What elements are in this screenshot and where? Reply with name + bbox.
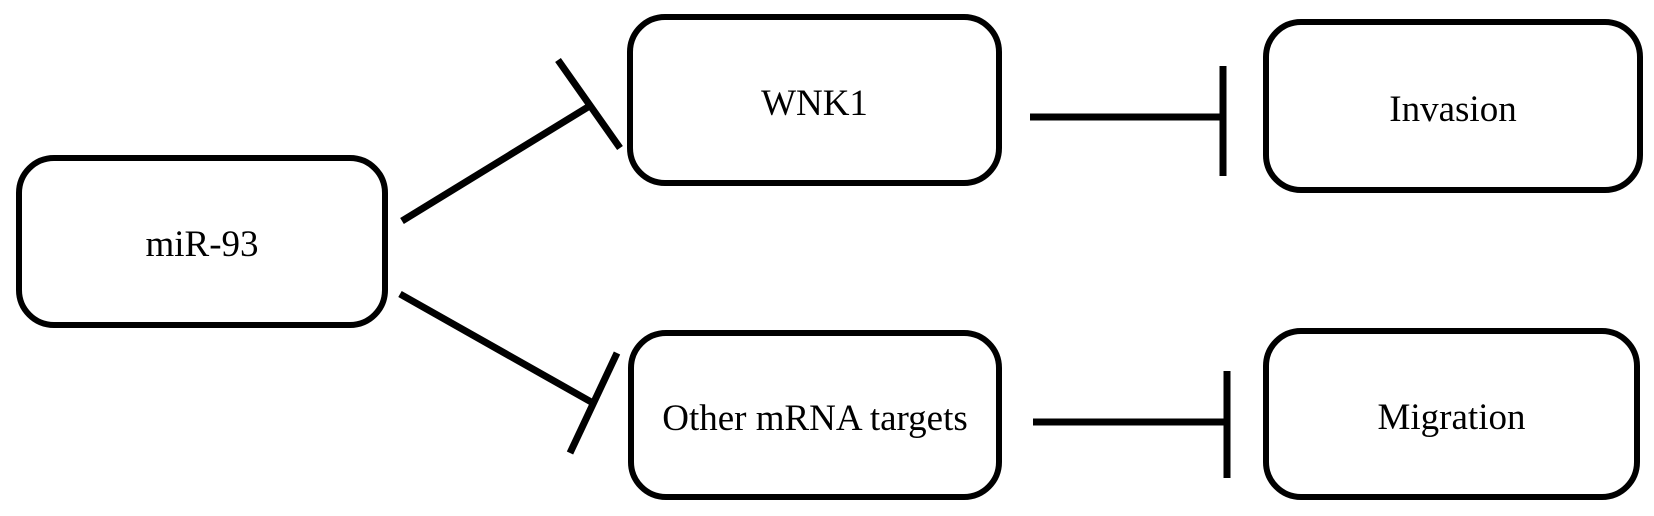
inhibition-edge-wnk1-invasion bbox=[1030, 66, 1227, 176]
node-mir-93: miR-93 bbox=[16, 155, 388, 328]
inhibition-edge-mir93-wnk1 bbox=[400, 57, 623, 224]
node-wnk1: WNK1 bbox=[627, 14, 1002, 186]
node-other-mrna-targets-label: Other mRNA targets bbox=[662, 397, 968, 439]
t-bar-arrowhead bbox=[555, 57, 623, 151]
node-migration: Migration bbox=[1263, 328, 1640, 500]
t-bar-arrowhead bbox=[566, 351, 621, 455]
inhibition-edge-other-migration bbox=[1033, 371, 1231, 478]
node-invasion: Invasion bbox=[1263, 19, 1643, 193]
node-migration-label: Migration bbox=[1377, 396, 1526, 438]
node-other-mrna-targets: Other mRNA targets bbox=[628, 330, 1002, 500]
node-wnk1-label: WNK1 bbox=[761, 82, 868, 124]
node-invasion-label: Invasion bbox=[1389, 88, 1517, 130]
inhibition-edge-mir93-other-mrna-targets bbox=[398, 290, 621, 455]
node-mir-93-label: miR-93 bbox=[145, 224, 259, 265]
